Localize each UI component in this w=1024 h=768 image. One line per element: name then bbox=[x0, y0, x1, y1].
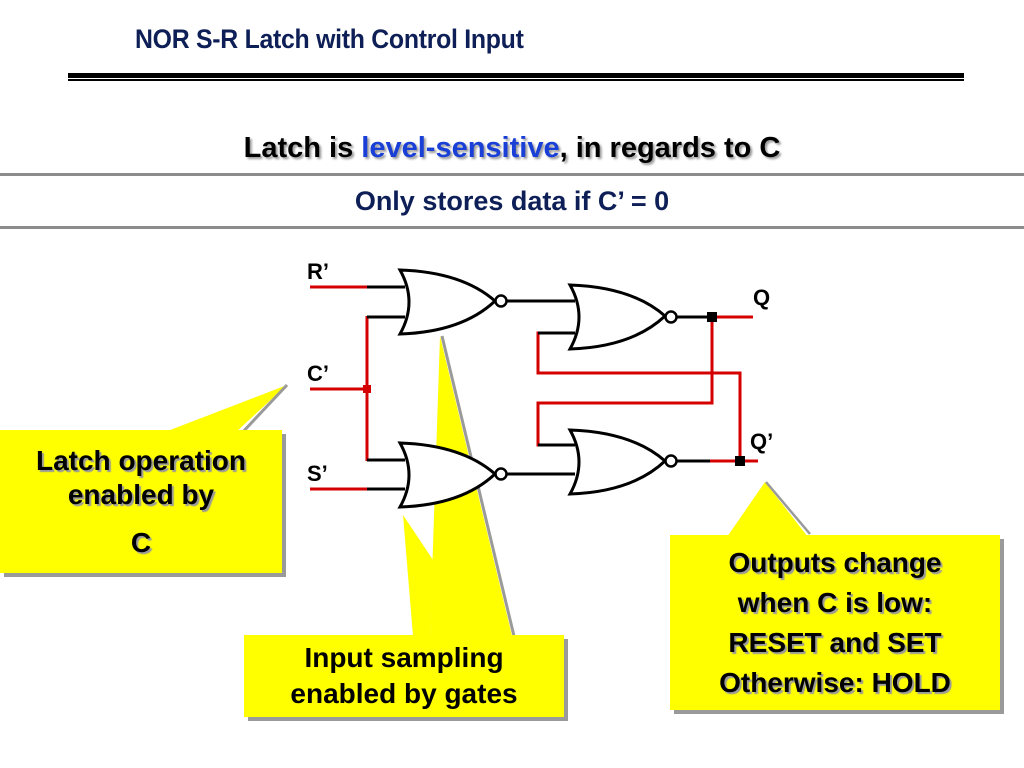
callout-pointer-input-sampling-bottom bbox=[403, 515, 433, 636]
callout-input-sampling-line1: Input sampling bbox=[304, 642, 504, 673]
title-divider-thin bbox=[68, 79, 964, 81]
subheading: Latch is level-sensitive, in regards to … bbox=[0, 132, 1024, 165]
nor-gate-output-q bbox=[568, 283, 678, 351]
junction-c bbox=[363, 385, 371, 393]
label-q-output: Q bbox=[753, 285, 770, 310]
subheading-prefix: Latch is bbox=[243, 132, 362, 164]
label-qbar-output: Q’ bbox=[750, 429, 773, 454]
label-c-input: C’ bbox=[307, 361, 329, 386]
callout-outputs-change-line2: when C is low: bbox=[737, 586, 933, 618]
callout-outputs-change-line4: Otherwise: HOLD bbox=[719, 666, 951, 698]
junction-q bbox=[707, 312, 717, 322]
junction-qbar bbox=[735, 456, 745, 466]
callout-latch-operation: Latch operation enabled by C bbox=[0, 430, 282, 573]
label-r-input: R’ bbox=[307, 259, 329, 284]
slide-title: NOR S-R Latch with Control Input bbox=[135, 24, 524, 54]
subline: Only stores data if C’ = 0 bbox=[354, 186, 670, 216]
callout-latch-operation-line1: Latch operation bbox=[35, 444, 246, 476]
callout-pointer-latch-operation bbox=[165, 385, 287, 432]
title-divider bbox=[68, 73, 964, 78]
callout-latch-operation-line2: enabled by bbox=[67, 478, 215, 510]
subheading-divider-bottom bbox=[0, 226, 1024, 229]
nor-gate-output-qbar bbox=[568, 428, 678, 496]
callout-outputs-change-line1: Outputs change bbox=[728, 546, 942, 578]
callout-pointer-outputs-change bbox=[727, 482, 808, 537]
wire-feedback-qbar bbox=[536, 331, 742, 461]
label-s-input: S’ bbox=[307, 461, 328, 486]
callout-pointer-shadow bbox=[238, 383, 289, 437]
subheading-divider-top bbox=[0, 173, 1024, 176]
callout-outputs-change-line3: RESET and SET bbox=[728, 626, 942, 658]
callout-latch-operation-line3: C bbox=[130, 526, 152, 558]
subheading-suffix: , in regards to C bbox=[559, 132, 781, 164]
subheading-highlight: level-sensitive bbox=[361, 132, 560, 164]
callout-input-sampling-line2: enabled by gates bbox=[290, 678, 518, 709]
nor-gate-input-r bbox=[398, 268, 508, 336]
callout-input-sampling: Input sampling enabled by gates bbox=[244, 635, 564, 717]
callout-outputs-change: Outputs change when C is low: RESET and … bbox=[670, 535, 1000, 710]
nor-gate-input-s bbox=[398, 441, 508, 509]
callout-pointer-shadow bbox=[765, 481, 811, 535]
